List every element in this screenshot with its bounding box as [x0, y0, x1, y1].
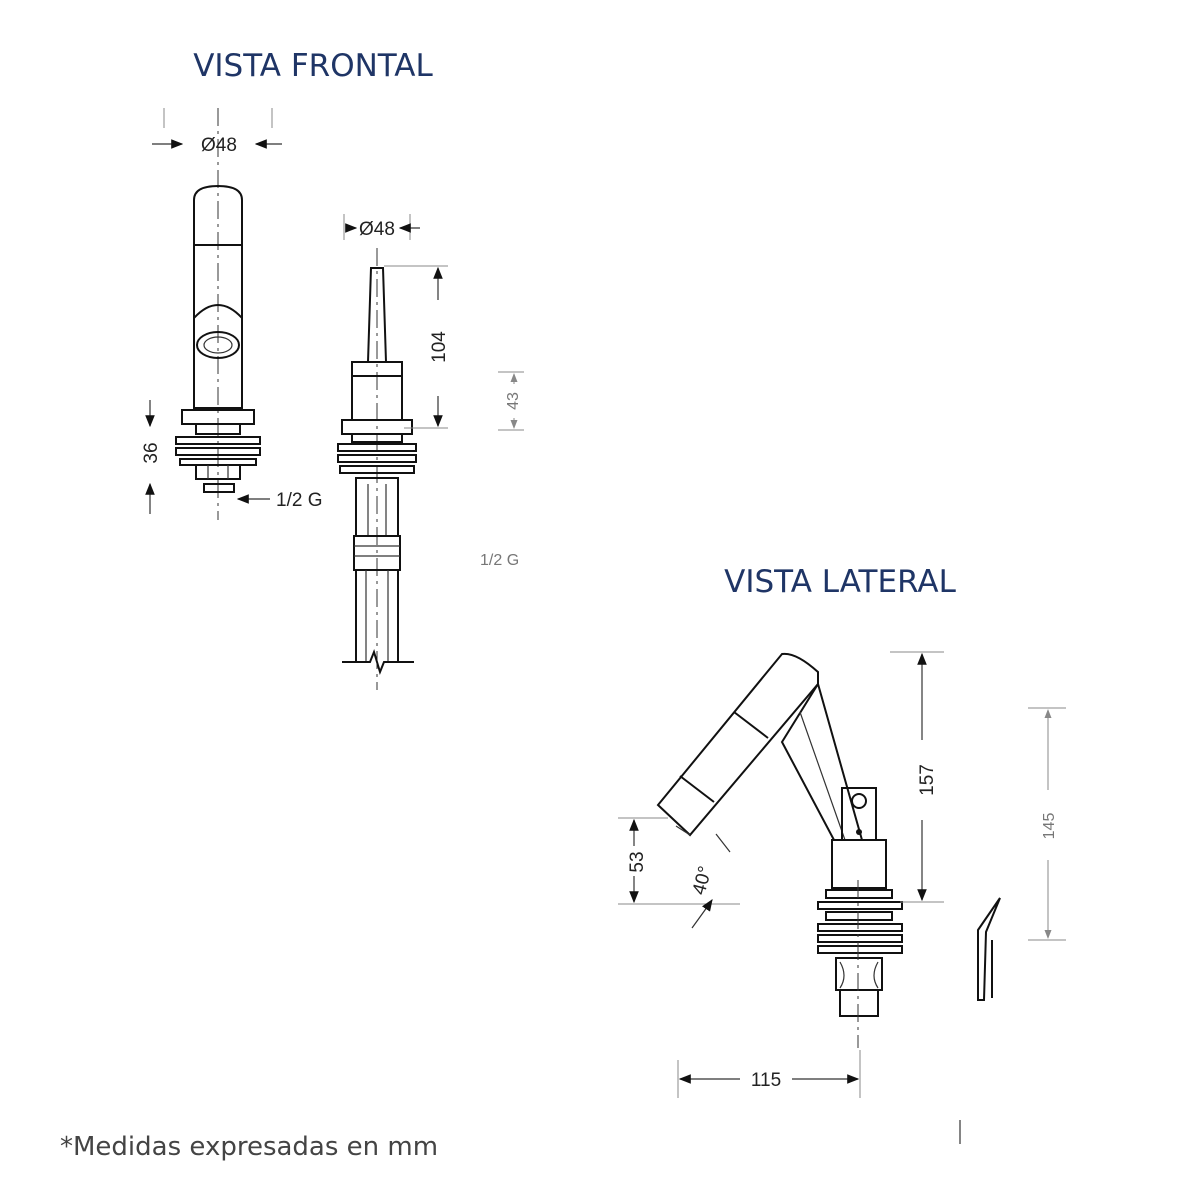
svg-text:Ø48: Ø48 — [201, 135, 237, 156]
front-view-title: VISTA FRONTAL — [193, 48, 433, 84]
front-handle-assembly — [337, 248, 417, 690]
dimension-overall-height: 145 — [1028, 707, 1066, 941]
label-thread-front: 1/2 G — [236, 490, 322, 511]
svg-text:104: 104 — [429, 331, 450, 363]
dimension-base-height: 36 — [141, 400, 162, 514]
svg-text:43: 43 — [505, 392, 522, 410]
dimension-handle-height: 104 — [384, 265, 450, 429]
label-thread-secondary: 1/2 G — [480, 552, 519, 569]
side-view-title: VISTA LATERAL — [724, 564, 956, 600]
dimension-spout-reach: 115 — [677, 1050, 861, 1098]
svg-text:36: 36 — [141, 442, 162, 463]
dimension-front-diameter: Ø48 — [152, 108, 282, 156]
partial-side-detail — [959, 897, 1001, 1144]
svg-text:53: 53 — [627, 851, 648, 872]
dimension-spout-height: 53 — [618, 817, 740, 905]
svg-text:1/2 G: 1/2 G — [276, 490, 322, 511]
svg-text:157: 157 — [917, 764, 938, 796]
svg-text:Ø48: Ø48 — [359, 219, 395, 240]
dimension-handle-diameter: Ø48 — [343, 214, 420, 240]
svg-text:40°: 40° — [689, 864, 717, 897]
units-footnote: *Medidas expresadas en mm — [60, 1132, 438, 1162]
dimension-secondary-height: 43 — [498, 371, 524, 431]
svg-text:145: 145 — [1041, 813, 1058, 840]
dimension-total-height: 157 — [890, 651, 944, 903]
side-faucet-body — [656, 652, 903, 1048]
front-faucet-body — [175, 108, 261, 520]
dimension-spout-angle: 40° — [689, 833, 731, 929]
svg-text:115: 115 — [751, 1070, 781, 1091]
